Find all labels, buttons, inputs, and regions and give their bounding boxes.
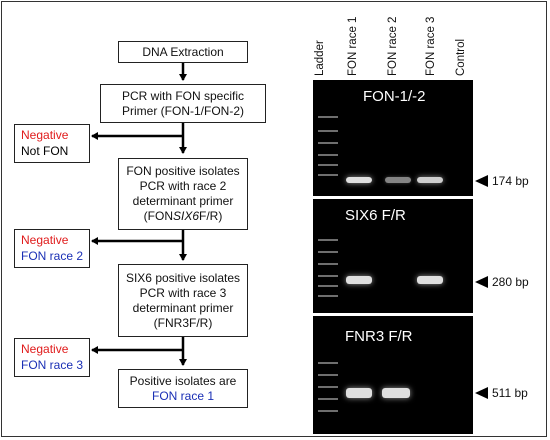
lane-label-control: Control <box>455 38 467 76</box>
ladder-band <box>318 116 338 118</box>
step-six6-line2: PCR with race 3 <box>139 285 227 300</box>
gel-fon-band-race-3 <box>417 177 443 183</box>
negative-3-result: FON race 3 <box>21 358 84 372</box>
gel-six6-size-label: 280 bp <box>492 275 529 289</box>
gel-fon-size-label: 174 bp <box>492 174 529 188</box>
step-fon-positive-line2: PCR with race 2 <box>139 179 227 193</box>
negative-2-label: Negative <box>21 233 69 247</box>
ladder-band <box>318 410 338 412</box>
negative-1-result: Not FON <box>21 144 69 158</box>
ladder-band <box>318 174 338 176</box>
gel-six6-size-marker <box>475 276 488 288</box>
ladder-band <box>318 275 338 277</box>
gel-fnr3: FNR3 F/R <box>313 316 473 434</box>
gel-fnr3-band-race-1 <box>346 388 372 398</box>
negative-fon-race-3: Negative FON race 3 <box>14 338 90 377</box>
ladder-band <box>318 130 338 132</box>
step-positive-line1: Positive isolates are <box>129 373 237 388</box>
ladder-band <box>318 295 338 297</box>
gel-fon: FON-1/-2 <box>313 80 473 196</box>
step-pcr-line2: Primer (FON-1/FON-2) <box>122 103 244 118</box>
gel-fnr3-band-race-2 <box>382 388 410 398</box>
ladder-band <box>318 164 338 166</box>
step-six6-line3: determinant primer <box>132 300 234 315</box>
gel-six6-title: SIX6 F/R <box>345 207 406 224</box>
gel-six6-band-race-1 <box>346 276 372 284</box>
step-positive-isolates: Positive isolates are FON race 1 <box>118 369 248 408</box>
ladder-band <box>318 154 338 156</box>
ladder-band <box>318 263 338 265</box>
ladder-band <box>318 398 338 400</box>
step-dna-extraction: DNA Extraction <box>118 41 248 63</box>
ladder-band <box>318 362 338 364</box>
step-six6-line1: SIX6 positive isolates <box>125 270 241 285</box>
step-fon-positive-line4: (FONSIX6F/R) <box>143 209 223 223</box>
step-six6-positive: SIX6 positive isolates PCR with race 3 d… <box>118 264 248 337</box>
gel-fon-size-marker <box>475 175 488 187</box>
gel-six6: SIX6 F/R <box>313 199 473 313</box>
ladder-band <box>318 251 338 253</box>
lane-label-fon-race-2: FON race 2 <box>387 16 399 76</box>
ladder-band <box>318 386 338 388</box>
gel-fnr3-size-label: 511 bp <box>492 386 528 400</box>
negative-1-label: Negative <box>21 128 69 142</box>
step-fon-positive-line3: determinant primer <box>132 194 234 208</box>
step-fon-positive: FON positive isolates PCR with race 2 de… <box>118 158 248 230</box>
ladder-band <box>318 374 338 376</box>
ladder-band <box>318 285 338 287</box>
gel-fon-band-race-1 <box>346 177 372 183</box>
ladder-band <box>318 142 338 144</box>
negative-not-fon: Negative Not FON <box>14 124 90 163</box>
gel-fnr3-size-marker <box>475 387 488 399</box>
negative-3-label: Negative <box>21 342 69 356</box>
lane-label-fon-race-3: FON race 3 <box>425 16 437 76</box>
step-six6-line4: (FNR3F/R) <box>153 315 213 330</box>
gel-fnr3-title: FNR3 F/R <box>345 328 413 345</box>
lane-label-fon-race-1: FON race 1 <box>347 16 359 76</box>
step-pcr-line1: PCR with FON specific <box>121 88 245 103</box>
step-positive-line2: FON race 1 <box>151 388 214 403</box>
step-fon-positive-line1: FON positive isolates <box>126 164 240 178</box>
negative-2-result: FON race 2 <box>21 249 84 263</box>
gel-fon-band-race-2 <box>385 177 411 183</box>
gel-fon-title: FON-1/-2 <box>363 88 426 105</box>
step-dna-extraction-text: DNA Extraction <box>142 44 224 59</box>
lane-label-ladder: Ladder <box>314 40 326 76</box>
negative-fon-race-2: Negative FON race 2 <box>14 229 90 268</box>
step-pcr-fon-specific: PCR with FON specific Primer (FON-1/FON-… <box>100 84 266 123</box>
gel-six6-band-race-3 <box>417 276 443 284</box>
ladder-band <box>318 239 338 241</box>
